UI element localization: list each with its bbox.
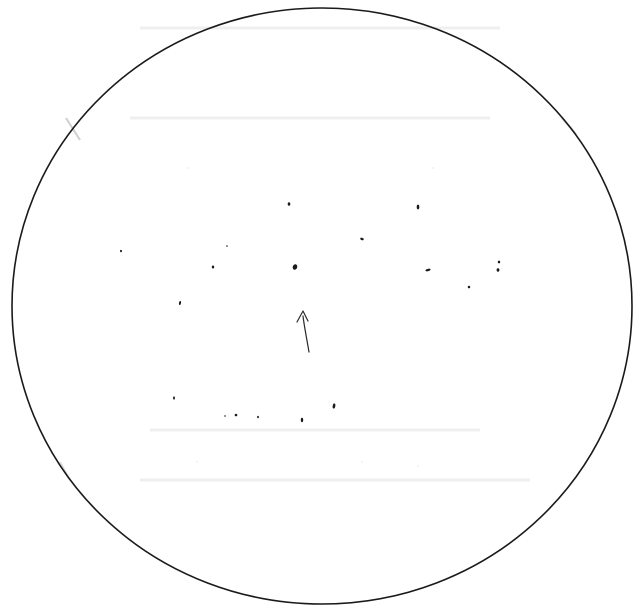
star-dot	[173, 396, 175, 399]
star-dot	[224, 415, 225, 417]
pointer-arrow-icon	[297, 311, 309, 352]
star-dot	[257, 416, 259, 419]
star-dot	[361, 461, 362, 462]
star-dot	[360, 237, 364, 240]
star-dot	[292, 264, 298, 271]
star-dot	[498, 261, 500, 264]
paper-texture	[60, 28, 576, 480]
star-dot	[235, 414, 238, 417]
star-dot	[417, 465, 418, 466]
star-dot	[468, 286, 470, 289]
star-dot	[425, 268, 431, 271]
star-dot	[196, 461, 197, 462]
star-dot	[212, 266, 214, 269]
star-field	[120, 167, 500, 466]
star-dot	[332, 403, 335, 409]
star-dot	[288, 202, 291, 206]
star-dot	[417, 205, 420, 210]
star-dot	[432, 167, 433, 168]
star-dot	[497, 268, 500, 271]
star-dot	[226, 245, 228, 247]
star-dot	[187, 167, 188, 168]
star-dot	[301, 418, 303, 422]
field-circle	[12, 8, 632, 604]
star-dot	[120, 250, 122, 253]
star-dot	[179, 301, 182, 305]
